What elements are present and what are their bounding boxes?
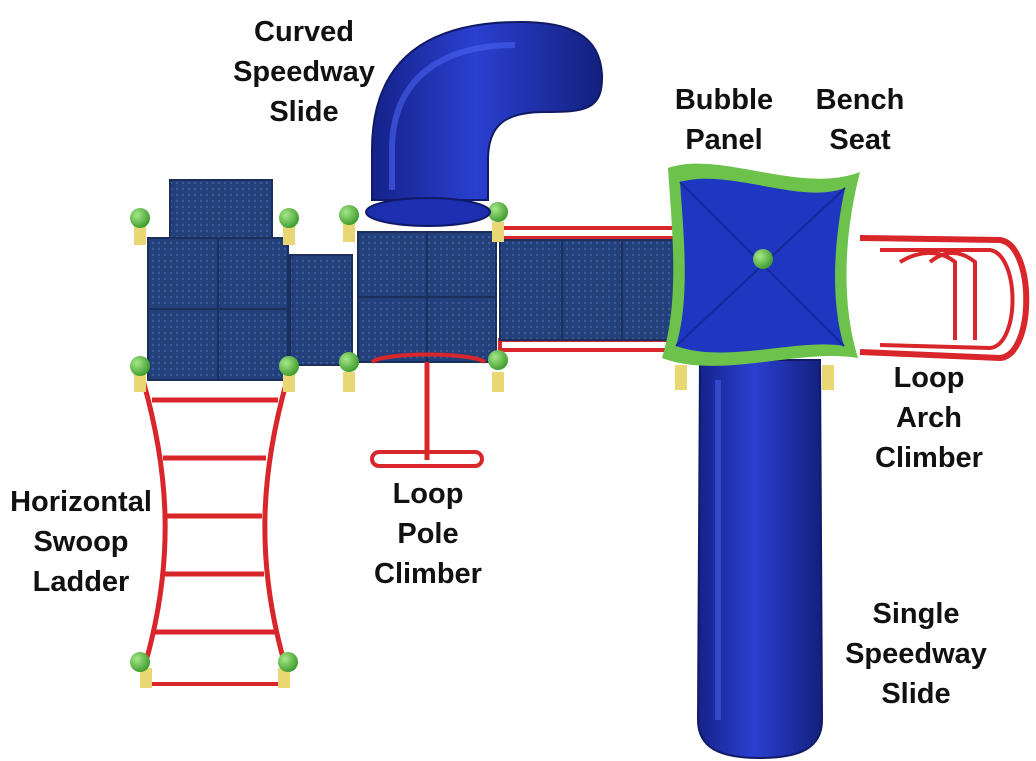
bubble-panel-roof (662, 163, 860, 366)
label-horizontal-swoop-ladder: Horizontal Swoop Ladder (10, 486, 152, 598)
label-loop-arch-climber: Loop Arch Climber (875, 362, 983, 474)
label-bubble-panel: Bubble Panel (674, 84, 774, 156)
label-loop-pole-climber: Loop Pole Climber (374, 478, 482, 590)
loop-arch-climber (859, 235, 1030, 362)
posts (130, 202, 834, 392)
swoop-ladder (130, 369, 298, 688)
single-speedway-slide (696, 359, 824, 760)
decks (147, 179, 681, 381)
loop-pole-climber (370, 352, 487, 468)
curved-speedway-slide (365, 20, 604, 227)
label-bench-seat: Bench Seat (815, 84, 905, 156)
label-curved-speedway-slide: Curved Speedway Slide (233, 16, 375, 128)
label-single-speedway-slide: Single Speedway Slide (845, 598, 987, 710)
